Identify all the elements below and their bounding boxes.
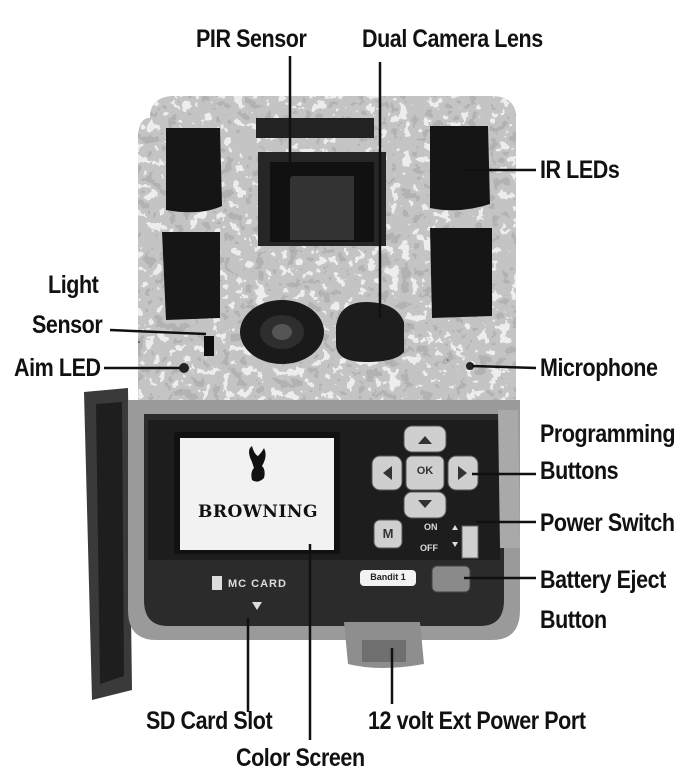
label-sd-card-slot: SD Card Slot — [146, 707, 273, 735]
label-ext-power-port: 12 volt Ext Power Port — [368, 707, 586, 735]
light-sensor — [204, 336, 214, 356]
battery-label-box — [360, 570, 416, 586]
label-battery-eject-2: Button — [540, 606, 607, 634]
sd-card-icon — [212, 576, 222, 590]
leader-microphone — [471, 364, 537, 370]
leader-lines — [104, 56, 537, 740]
ir-led-panels — [162, 126, 492, 320]
pir-sensor-window — [258, 152, 386, 246]
label-microphone: Microphone — [540, 354, 658, 382]
label-light-sensor-2: Sensor — [32, 311, 103, 339]
ok-button-label: OK — [416, 465, 434, 477]
camera-lenses — [240, 300, 404, 364]
label-light-sensor-1: Light — [48, 271, 99, 299]
sd-label: MC CARD — [228, 578, 287, 590]
label-dual-camera-lens: Dual Camera Lens — [362, 25, 543, 53]
label-color-screen: Color Screen — [236, 744, 365, 772]
top-slot — [256, 118, 374, 138]
buckmark-logo-icon — [249, 446, 266, 482]
label-aim-led: Aim LED — [14, 354, 101, 382]
battery-label-text: Bandit 1 — [370, 572, 406, 582]
label-programming-2: Buttons — [540, 457, 619, 485]
menu-button-label: M — [382, 526, 394, 541]
aim-led — [179, 363, 189, 373]
leader-light-sensor — [109, 328, 207, 336]
brand-logo-text: BROWNING — [198, 502, 318, 522]
side-door — [84, 388, 132, 700]
side-housing — [498, 410, 520, 548]
sd-arrow-icon — [252, 602, 262, 610]
label-programming-1: Programming — [540, 420, 676, 448]
label-power-switch: Power Switch — [540, 509, 675, 537]
power-port — [362, 640, 406, 662]
off-label: OFF — [420, 543, 438, 553]
color-screen — [174, 432, 340, 554]
power-switch — [461, 525, 479, 559]
microphone-port — [466, 362, 474, 370]
label-ir-leds: IR LEDs — [540, 156, 620, 184]
label-pir-sensor: PIR Sensor — [196, 25, 307, 53]
programming-buttons — [371, 425, 479, 549]
on-label: ON — [424, 522, 438, 532]
label-battery-eject-1: Battery Eject — [540, 566, 666, 594]
